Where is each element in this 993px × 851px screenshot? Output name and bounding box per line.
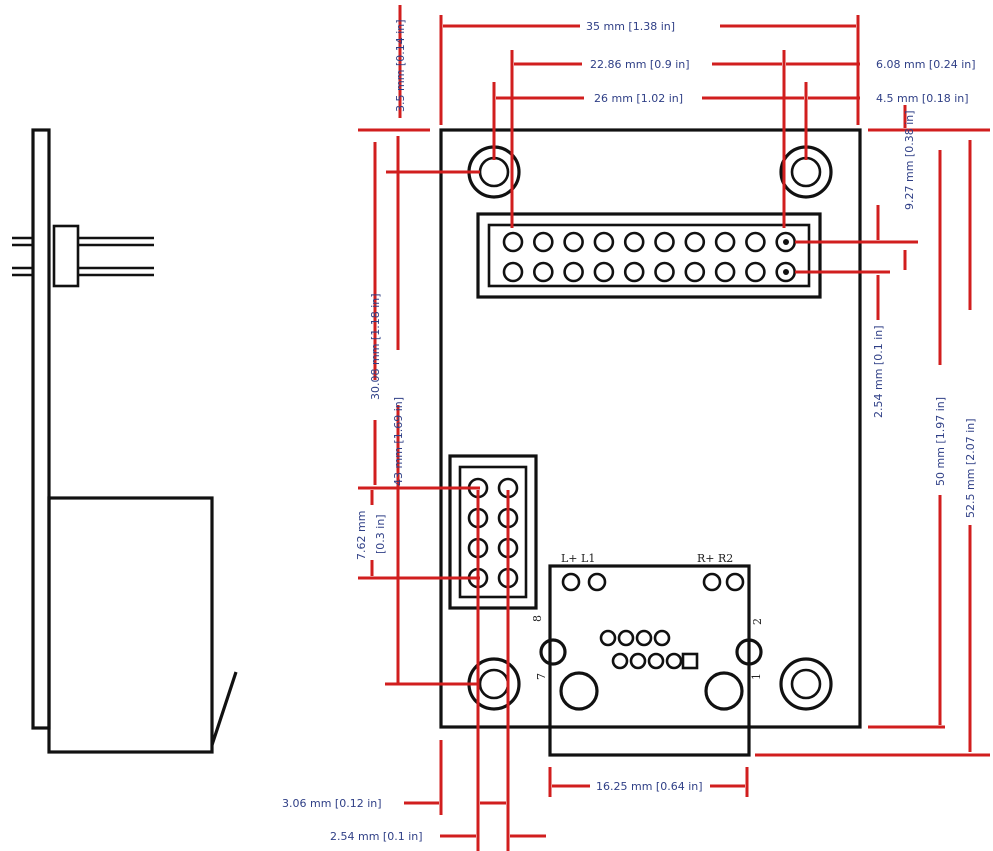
jack-shield-left	[539, 638, 567, 666]
main-header-pin	[684, 231, 706, 253]
main-header-pin	[532, 261, 554, 283]
main-header-pin-marker	[783, 269, 789, 275]
main-header-pin	[563, 231, 584, 253]
main-header-pin	[745, 261, 766, 283]
main-header-pin	[654, 261, 675, 283]
main-header-pin-marker	[783, 239, 789, 245]
dim-header-offset-right: 6.08 mm [0.24 in]	[876, 58, 976, 71]
main-header-pin	[593, 261, 615, 283]
label-pin-2: 2	[751, 618, 764, 625]
side-view-header-housing	[52, 224, 80, 288]
jack-signal-pin-square	[681, 652, 699, 670]
jack-signal-pin	[635, 629, 653, 647]
main-header-pin	[532, 231, 554, 253]
jack-led-pins	[561, 572, 745, 592]
dimension-lines	[358, 5, 990, 851]
dim-mount-to-mount-height: 50 mm [1.97 in]	[934, 397, 947, 486]
dim-small-header-offset: 43 mm [1.69 in]	[392, 397, 405, 486]
dim-pin-pitch-right: 2.54 mm [0.1 in]	[872, 325, 885, 418]
jack-signal-pins	[599, 629, 699, 670]
jack-outline	[548, 564, 751, 757]
main-header-pin	[593, 231, 615, 253]
main-header-inner	[487, 223, 811, 288]
jack-led-pin	[587, 572, 607, 592]
small-header-outer	[448, 454, 538, 610]
main-header-pin	[745, 231, 766, 253]
main-header-pin	[563, 261, 584, 283]
dim-total-height: 52.5 mm [2.07 in]	[964, 418, 977, 518]
main-header-pin	[623, 231, 645, 253]
label-left-pins: L+ L1	[561, 552, 595, 565]
side-view-jack-latch	[210, 671, 238, 746]
dim-jack-width: 16.25 mm [0.64 in]	[596, 780, 703, 793]
jack-signal-pin	[665, 652, 683, 670]
dim-mount-offset-top: 3.5 mm [0.14 in]	[394, 19, 407, 112]
jack-signal-pin	[629, 652, 647, 670]
dim-board-width: 35 mm [1.38 in]	[586, 20, 675, 33]
jack-led-pin	[725, 572, 745, 592]
mount-hole-bottom-right	[779, 657, 833, 711]
label-pin-8: 8	[531, 615, 544, 622]
dim-small-header-height-in: [0.3 in]	[374, 514, 387, 554]
dim-header-span: 22.86 mm [0.9 in]	[590, 58, 690, 71]
jack-signal-pin	[653, 629, 671, 647]
dim-small-header-height-mm: 7.62 mm	[355, 511, 368, 560]
label-pin-7: 7	[535, 673, 548, 680]
jack-signal-pin	[599, 629, 617, 647]
small-header-pins	[467, 477, 519, 589]
label-pin-1: 1	[750, 673, 763, 680]
main-header-outer	[476, 212, 822, 299]
dimension-labels: 35 mm [1.38 in] 22.86 mm [0.9 in] 6.08 m…	[282, 19, 977, 843]
main-header-pin	[654, 231, 675, 253]
main-header-pin	[502, 261, 524, 283]
jack-locator-right	[704, 671, 744, 711]
main-header-pins	[502, 231, 797, 283]
main-header-pin	[623, 261, 645, 283]
main-header-pin	[502, 231, 524, 253]
main-header-pin	[684, 261, 706, 283]
label-right-pins: R+ R2	[697, 552, 733, 565]
dim-header-offset-top: 9.27 mm [0.38 in]	[903, 110, 916, 210]
side-view	[12, 128, 238, 754]
side-view-jack-body	[47, 496, 214, 754]
dim-small-header-offset-left: 3.06 mm [0.12 in]	[282, 797, 382, 810]
dim-mount-offset-right: 4.5 mm [0.18 in]	[876, 92, 969, 105]
jack-signal-pin	[617, 629, 635, 647]
jack-signal-pin	[647, 652, 665, 670]
jack-shield-right	[735, 638, 763, 666]
jack-locator-left	[559, 671, 599, 711]
dim-mount-spacing-x: 26 mm [1.02 in]	[594, 92, 683, 105]
board-outline	[439, 128, 862, 729]
main-header-pin	[714, 261, 736, 283]
dim-pin-pitch-bottom: 2.54 mm [0.1 in]	[330, 830, 423, 843]
dim-mount-spacing-y: 30.08 mm [1.18 in]	[369, 293, 382, 400]
jack-signal-pin	[611, 652, 629, 670]
top-view: L+ L1 R+ R2 8 7 2 1	[439, 128, 862, 757]
side-view-pcb	[31, 128, 51, 730]
small-header-inner	[458, 465, 528, 599]
jack-led-pin	[561, 572, 581, 592]
jack-led-pin	[702, 572, 722, 592]
main-header-pin	[714, 231, 736, 253]
